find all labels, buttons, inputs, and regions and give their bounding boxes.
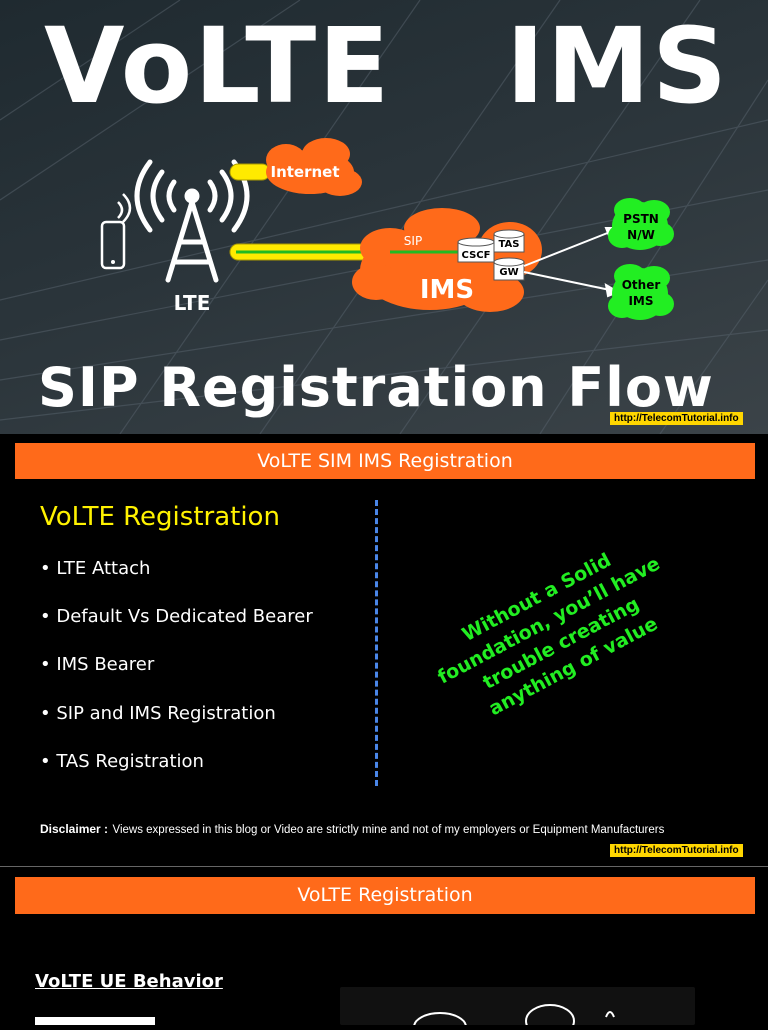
tas-label: TAS — [499, 239, 520, 250]
tas-node — [493, 229, 525, 253]
cscf-label: CSCF — [462, 250, 491, 261]
internet-cloud — [266, 138, 362, 196]
cover-subtitle: SIP Registration Flow — [38, 356, 714, 419]
illustration-image — [340, 987, 695, 1030]
cscf-node — [457, 237, 495, 263]
bullet-item: • Default Vs Dedicated Bearer — [40, 606, 313, 627]
gw-node — [493, 257, 525, 281]
background-grid — [0, 0, 768, 434]
column-divider — [375, 500, 378, 786]
gw-label: GW — [499, 267, 518, 278]
disclaimer-text: Views expressed in this blog or Video ar… — [112, 824, 665, 836]
sip-label: SIP — [404, 234, 422, 248]
bullet-item: • LTE Attach — [40, 558, 151, 579]
pstn-label-1: PSTN — [623, 212, 659, 226]
other-ims-label-1: Other — [622, 278, 661, 292]
section-title: VoLTE UE Behavior — [35, 971, 223, 992]
lte-label: LTE — [174, 291, 211, 315]
internet-label: Internet — [270, 163, 339, 181]
slide-heading: VoLTE Registration — [40, 502, 280, 532]
disclaimer-label: Disclaimer : — [40, 822, 109, 836]
ims-label: IMS — [420, 275, 474, 305]
disclaimer: Disclaimer : Views expressed in this blo… — [40, 820, 664, 838]
url-badge[interactable]: http://TelecomTutorial.info — [610, 412, 743, 425]
illustration-image-art — [413, 1004, 615, 1030]
registration-overview-slide: VoLTE SIM IMS Registration VoLTE Registr… — [0, 434, 768, 865]
url-badge[interactable]: http://TelecomTutorial.info — [610, 844, 743, 857]
cover-slide: VoLTE IMS LTE Intern — [0, 0, 768, 434]
other-ims-label-2: IMS — [628, 294, 653, 308]
motivational-quote: Without a Solid foundation, you’ll have … — [394, 513, 717, 750]
pstn-cloud — [608, 198, 674, 250]
cover-title: VoLTE IMS — [44, 5, 729, 127]
volte-registration-slide: VoLTE Registration VoLTE UE Behavior — [0, 866, 768, 1030]
bullet-item: • IMS Bearer — [40, 654, 155, 675]
lte-tower-icon — [134, 159, 250, 283]
pstn-label-2: N/W — [627, 228, 655, 242]
slide-banner: VoLTE Registration — [15, 877, 755, 914]
slide-banner: VoLTE SIM IMS Registration — [15, 443, 755, 479]
bullet-item: • SIP and IMS Registration — [40, 703, 276, 724]
volte-network-diagram: LTE Internet SIP CSCF — [100, 138, 674, 320]
bullet-item: • TAS Registration — [40, 751, 204, 772]
phone-icon — [100, 193, 132, 270]
partial-text-line — [35, 1017, 155, 1025]
other-ims-cloud — [608, 264, 674, 320]
